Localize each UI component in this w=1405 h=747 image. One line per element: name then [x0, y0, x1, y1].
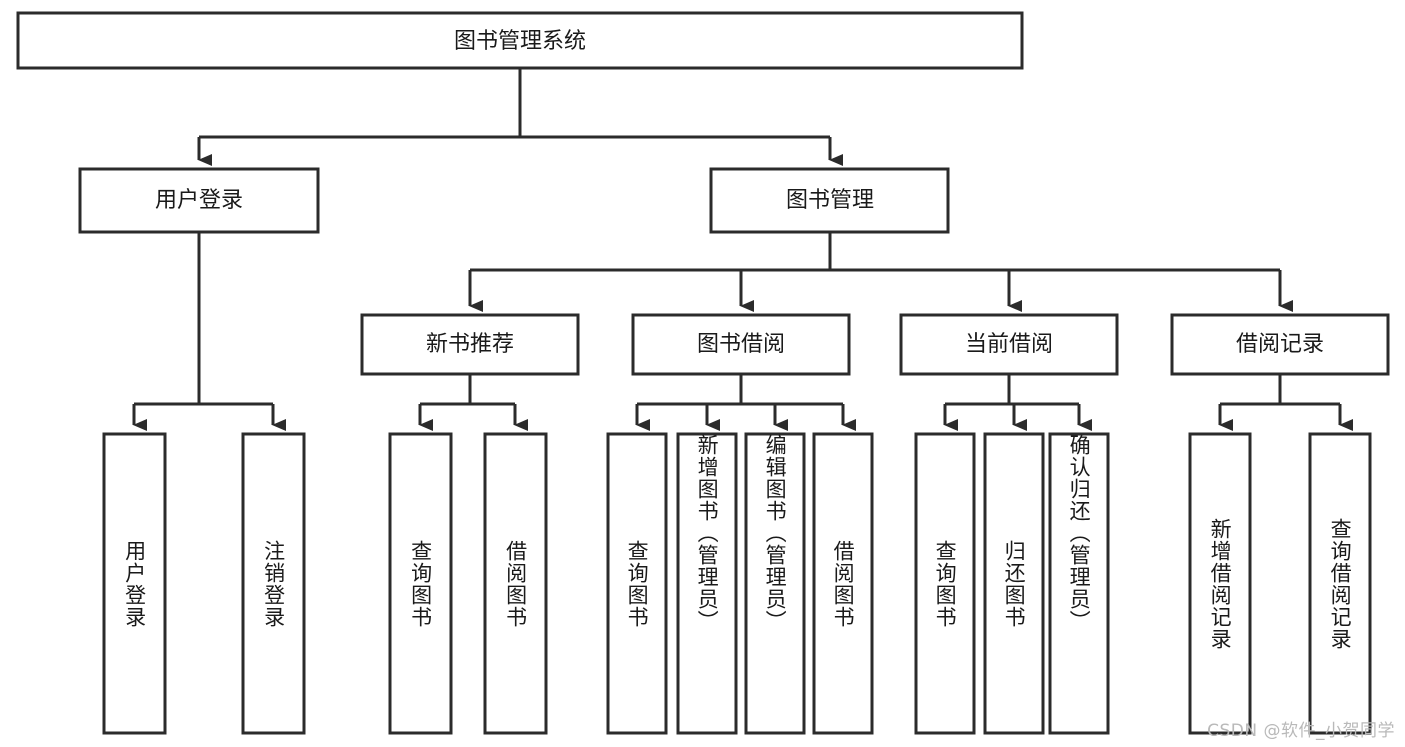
current-borrow-label: 当前借阅: [965, 332, 1053, 357]
book-management-label: 图书管理: [786, 188, 874, 213]
node-new-book-recommendation[interactable]: 新书推荐: [360, 313, 580, 376]
leaf-box-borrow-book-1[interactable]: [483, 432, 548, 735]
node-book-borrow[interactable]: 图书借阅: [631, 313, 851, 376]
user-login-label: 用户登录: [155, 188, 243, 213]
root-label: 图书管理系统: [454, 29, 586, 54]
node-current-borrow[interactable]: 当前借阅: [899, 313, 1119, 376]
user-login-box[interactable]: [78, 167, 320, 234]
leaf-box-user-login[interactable]: [102, 432, 167, 735]
leaf-box-add-book[interactable]: [676, 432, 738, 735]
leaf-box-edit-book[interactable]: [744, 432, 806, 735]
node-borrow-record[interactable]: 借阅记录: [1170, 313, 1390, 376]
node-user-login[interactable]: 用户登录: [78, 167, 320, 234]
borrow-record-label: 借阅记录: [1236, 332, 1324, 357]
leaf-box-add-borrow-record[interactable]: [1188, 432, 1252, 735]
node-book-management[interactable]: 图书管理: [709, 167, 950, 234]
book-borrow-label: 图书借阅: [697, 332, 785, 357]
leaf-box-layer: [102, 432, 1372, 735]
current-borrow-box[interactable]: [899, 313, 1119, 376]
leaf-box-query-book-2[interactable]: [606, 432, 668, 735]
leaf-box-query-book-1[interactable]: [388, 432, 453, 735]
connector-layer: [132, 68, 1353, 431]
new-book-recommendation-box[interactable]: [360, 313, 580, 376]
new-book-recommendation-label: 新书推荐: [426, 332, 514, 357]
book-borrow-box[interactable]: [631, 313, 851, 376]
node-root-system[interactable]: 图书管理系统: [16, 11, 1024, 70]
leaf-box-logout[interactable]: [241, 432, 306, 735]
leaf-box-borrow-book-2[interactable]: [812, 432, 874, 735]
leaf-box-query-book-3[interactable]: [914, 432, 976, 735]
borrow-record-box[interactable]: [1170, 313, 1390, 376]
leaf-box-query-borrow-record[interactable]: [1308, 432, 1372, 735]
leaf-box-confirm-return[interactable]: [1048, 432, 1110, 735]
book-management-box[interactable]: [709, 167, 950, 234]
csdn-watermark: CSDN @软件_小贺同学: [1207, 721, 1395, 741]
root-box[interactable]: [16, 11, 1024, 70]
leaf-box-return-book[interactable]: [983, 432, 1045, 735]
